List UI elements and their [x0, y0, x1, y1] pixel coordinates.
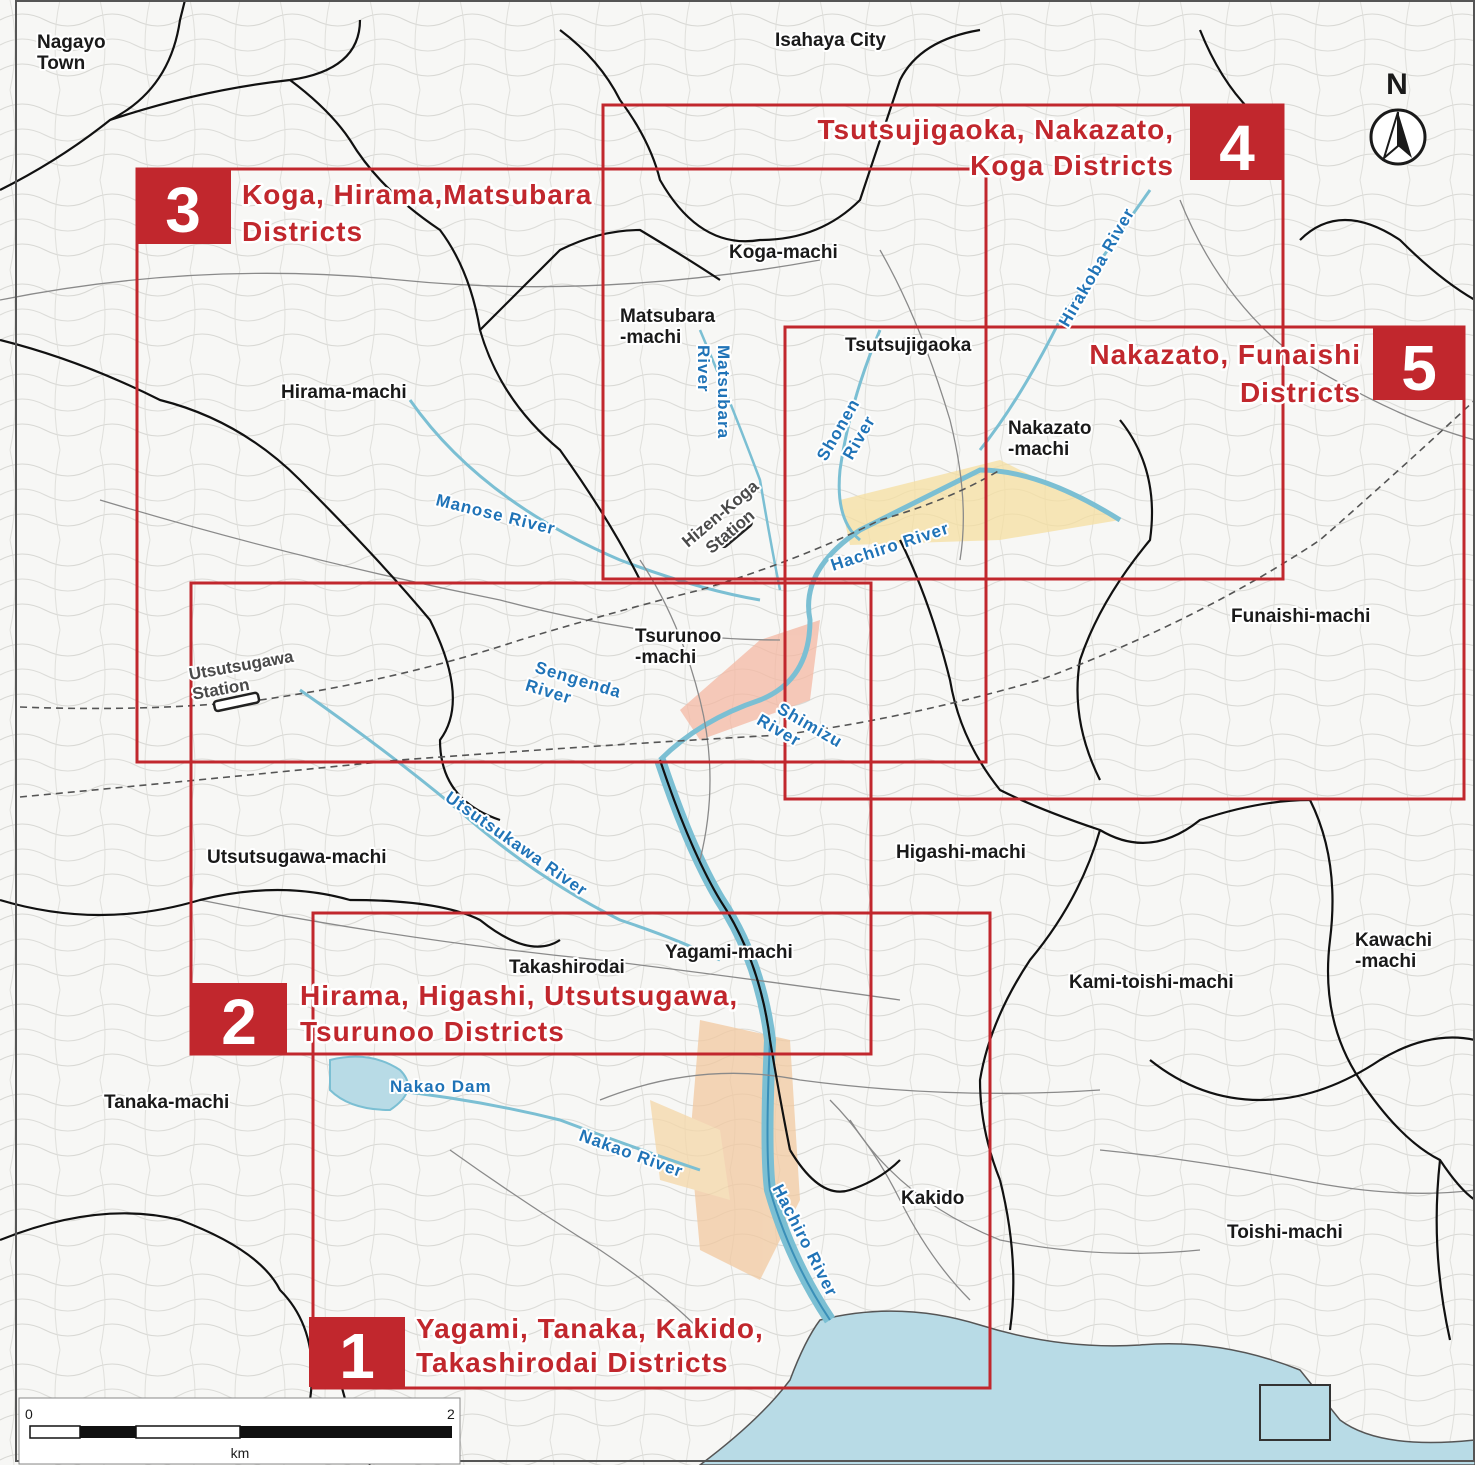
hizen-koga-station-marker [717, 515, 753, 549]
district-5-title-line-1[interactable]: Nakazato, Funaishi [1087, 337, 1363, 373]
district-2-title-line-2[interactable]: Tsurunoo Districts [298, 1014, 567, 1050]
place-yagami: Yagami-machi [665, 942, 793, 963]
river-nakao-dam: Nakao Dam [390, 1077, 492, 1096]
place-tsurunoo-line-2: -machi [635, 647, 696, 668]
place-toishi: Toishi-machi [1227, 1222, 1343, 1243]
place-tanaka: Tanaka-machi [104, 1092, 229, 1113]
road-network [0, 199, 1475, 1331]
river-matsubara-line-1: Matsubara [714, 345, 733, 439]
north-label: N [1386, 68, 1408, 101]
place-utsutsugawa: Utsutsugawa-machi [207, 847, 386, 868]
district-titles: Yagami, Tanaka, Kakido, Takashirodai Dis… [240, 112, 1363, 1381]
place-nakazato-line-2: -machi [1008, 439, 1069, 460]
place-kawachi-line-2: -machi [1355, 951, 1416, 972]
district-2-number: 2 [221, 986, 257, 1058]
scale-bar: 0 2 km [18, 1397, 461, 1465]
place-nakazato-line-1: Nakazato [1008, 418, 1091, 439]
place-nagayo-line-1: Nagayo [37, 32, 106, 53]
district-4-badge[interactable] [1190, 105, 1283, 180]
river-matsubara-line-2: River [694, 345, 713, 393]
scale-unit-label: km [231, 1445, 250, 1461]
place-matsubara-line-2: -machi [620, 327, 681, 348]
district-4-number: 4 [1219, 112, 1255, 184]
place-tsutsujigaoka: Tsutsujigaoka [845, 335, 972, 356]
district-4-title-line-2[interactable]: Koga Districts [968, 148, 1176, 184]
place-kakido: Kakido [901, 1188, 964, 1209]
place-kamitoishi: Kami-toishi-machi [1069, 972, 1234, 993]
district-5-number: 5 [1401, 332, 1437, 404]
place-kawachi-line-1: Kawachi [1355, 930, 1432, 951]
scale-start-label: 0 [25, 1406, 33, 1422]
scale-end-label: 2 [447, 1406, 455, 1422]
scale-segment-3 [135, 1425, 241, 1439]
place-labels: Nagayo Town Isahaya City Koga-machi Mats… [35, 28, 1434, 1245]
place-funaishi: Funaishi-machi [1231, 606, 1370, 627]
district-5-title-line-2[interactable]: Districts [1237, 375, 1362, 411]
place-takashirodai: Takashirodai [509, 957, 625, 978]
district-5-frame[interactable] [783, 325, 1466, 801]
district-3-title-line-2[interactable]: Districts [240, 214, 365, 250]
district-2-frame[interactable] [189, 581, 873, 1056]
district-3-number: 3 [165, 174, 201, 246]
district-5-badge[interactable] [1373, 327, 1464, 400]
place-hirama: Hirama-machi [281, 382, 407, 403]
district-3-title-line-1[interactable]: Koga, Hirama,Matsubara [240, 177, 594, 213]
district-1-frame[interactable] [311, 911, 992, 1390]
place-tsurunoo-line-1: Tsurunoo [635, 626, 721, 647]
map-frame [15, 0, 1475, 1462]
district-1-title-line-2[interactable]: Takashirodai Districts [414, 1345, 730, 1381]
scale-segment-1 [29, 1425, 81, 1439]
scale-segment-4 [240, 1426, 452, 1438]
utsutsugawa-station-marker [212, 691, 261, 713]
district-2-title-line-1[interactable]: Hirama, Higashi, Utsutsugawa, [298, 978, 740, 1014]
place-koga: Koga-machi [729, 242, 838, 263]
harbor [1259, 1384, 1331, 1441]
place-nagayo-line-2: Town [37, 53, 85, 74]
district-3-badge[interactable] [137, 169, 231, 244]
district-number-badges: 1 2 3 4 5 [137, 105, 1464, 1392]
district-1-number: 1 [339, 1320, 375, 1392]
compass-needle-right [1398, 112, 1412, 158]
district-1-badge[interactable] [309, 1317, 405, 1387]
scale-segment-2 [80, 1426, 136, 1438]
district-2-badge[interactable] [191, 983, 287, 1055]
place-isahaya: Isahaya City [775, 30, 886, 51]
place-higashi: Higashi-machi [896, 842, 1026, 863]
district-1-title-line-1[interactable]: Yagami, Tanaka, Kakido, [414, 1311, 766, 1347]
north-arrow: N [1369, 68, 1427, 166]
district-4-frame[interactable] [601, 103, 1285, 581]
district-frames [135, 103, 1466, 1390]
district-4-title-line-1[interactable]: Tsutsujigaoka, Nakazato, [815, 112, 1175, 148]
district-3-frame[interactable] [135, 167, 988, 764]
place-matsubara-line-1: Matsubara [620, 306, 715, 327]
